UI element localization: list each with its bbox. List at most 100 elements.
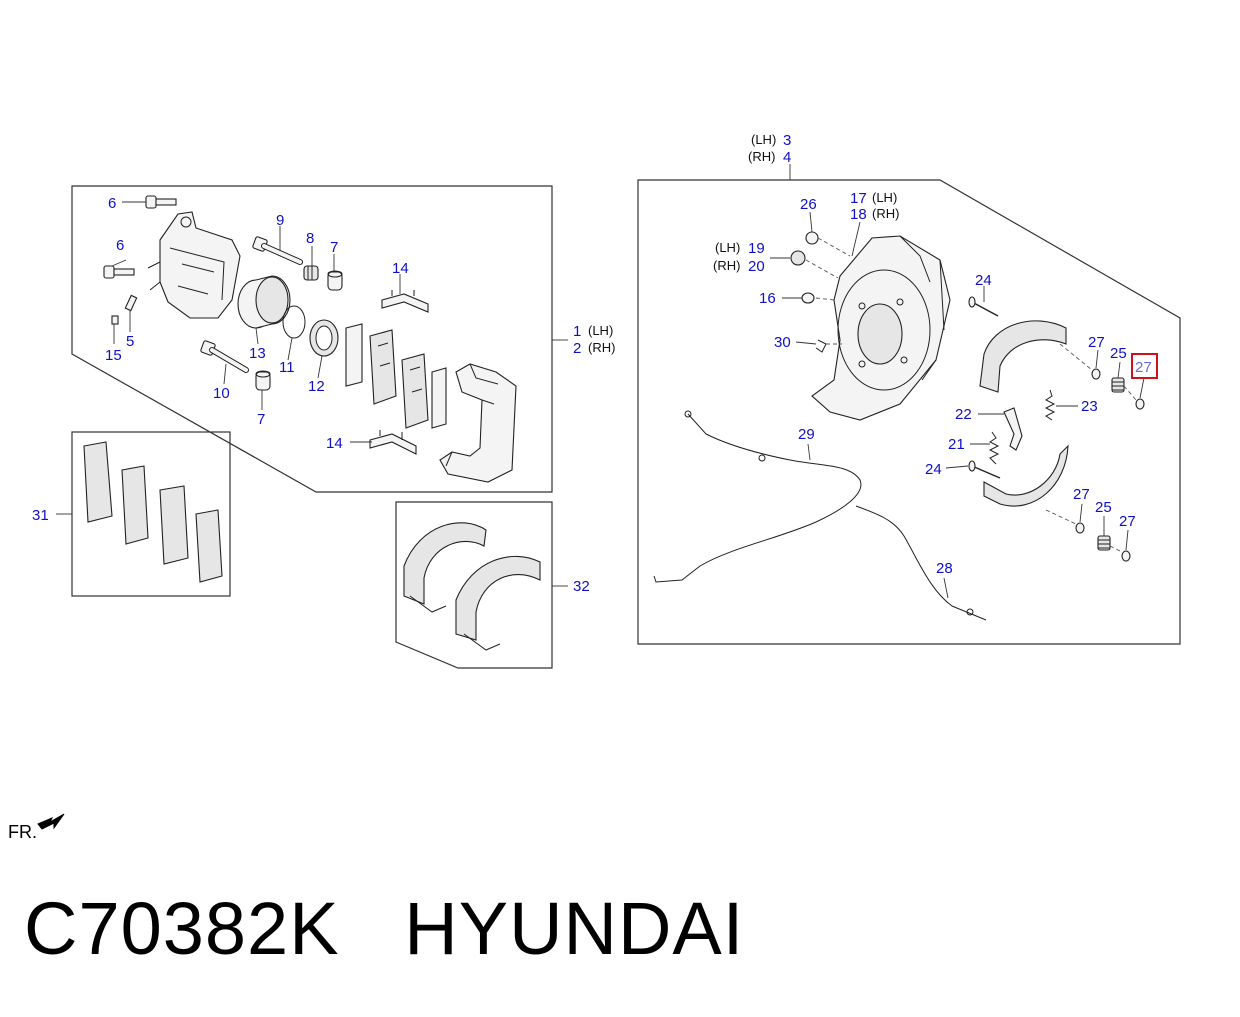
bushing-7-lower bbox=[255, 370, 271, 391]
side-label-2-rh: (RH) bbox=[588, 340, 615, 355]
callout-12: 12 bbox=[308, 378, 325, 395]
bolt-6-upper bbox=[145, 195, 177, 209]
pad-inner bbox=[401, 353, 429, 429]
front-direction-label: FR. bbox=[8, 822, 37, 842]
callout-21: 21 bbox=[948, 436, 965, 453]
callout-6-lower: 6 bbox=[116, 237, 124, 254]
spring-21 bbox=[988, 431, 1000, 465]
parking-cable-28 bbox=[855, 505, 987, 621]
guide-pin-9 bbox=[252, 236, 303, 265]
caliper-group-frame bbox=[71, 185, 553, 493]
callout-26: 26 bbox=[800, 196, 817, 213]
backing-plate bbox=[811, 235, 951, 421]
leader-lines bbox=[111, 201, 1145, 599]
parking-cable-29 bbox=[653, 410, 862, 583]
callout-8: 8 bbox=[306, 230, 314, 247]
plug-26 bbox=[805, 231, 819, 245]
side-label-3-lh: (LH) bbox=[751, 132, 776, 147]
arrow-icon bbox=[37, 813, 65, 830]
parking-shoe-upper bbox=[979, 320, 1067, 393]
clip-30 bbox=[815, 339, 827, 353]
parking-shoe-lower bbox=[983, 444, 1069, 507]
callout-6-upper: 6 bbox=[108, 195, 116, 212]
callout-14-upper: 14 bbox=[392, 260, 409, 277]
callout-7-upper: 7 bbox=[330, 239, 338, 256]
shoe-set-32 bbox=[403, 522, 541, 651]
adjuster-lever-22 bbox=[1003, 407, 1023, 451]
callout-20: 20 bbox=[748, 258, 765, 275]
side-label-19-lh: (LH) bbox=[715, 240, 740, 255]
callout-23: 23 bbox=[1081, 398, 1098, 415]
pad-clip-lower bbox=[369, 430, 417, 455]
callout-31: 31 bbox=[32, 507, 49, 524]
cup-27-a bbox=[1091, 368, 1101, 380]
seal-11 bbox=[282, 305, 306, 339]
side-label-4-rh: (RH) bbox=[748, 149, 775, 164]
grommet-19 bbox=[790, 250, 806, 266]
front-direction-indicator: FR. bbox=[8, 813, 65, 842]
callout-11: 11 bbox=[279, 359, 295, 376]
spring-25-b bbox=[1097, 535, 1111, 551]
parking-brake-group-frame bbox=[637, 179, 1181, 645]
callout-19: 19 bbox=[748, 240, 765, 257]
cup-27-b bbox=[1075, 522, 1085, 534]
callout-27-highlighted: 27 bbox=[1135, 359, 1152, 376]
callout-24-lower: 24 bbox=[925, 461, 942, 478]
callout-30: 30 bbox=[774, 334, 791, 351]
callout-3: 3 bbox=[783, 132, 791, 149]
callout-25-b: 25 bbox=[1095, 499, 1112, 516]
hold-down-pin-lower bbox=[968, 460, 1001, 479]
pad-clip-upper bbox=[381, 290, 429, 313]
callout-27-a: 27 bbox=[1088, 334, 1105, 351]
highlighted-part-box bbox=[1131, 353, 1158, 379]
callout-1: 1 bbox=[573, 323, 581, 340]
spring-23 bbox=[1044, 389, 1056, 421]
callout-13: 13 bbox=[249, 345, 266, 362]
caliper-carrier bbox=[439, 363, 517, 483]
side-label-20-rh: (RH) bbox=[713, 258, 740, 273]
callout-2: 2 bbox=[573, 340, 581, 357]
callout-22: 22 bbox=[955, 406, 972, 423]
shim-inner bbox=[431, 367, 447, 429]
boot-8 bbox=[303, 265, 319, 281]
piston-13 bbox=[237, 275, 291, 329]
caliper-body bbox=[147, 211, 241, 319]
cup-27-highlighted bbox=[1135, 398, 1145, 410]
callout-15: 15 bbox=[105, 347, 122, 364]
callout-24-upper: 24 bbox=[975, 272, 992, 289]
side-label-1-lh: (LH) bbox=[588, 323, 613, 338]
side-label-18-rh: (RH) bbox=[872, 206, 899, 221]
boot-12 bbox=[309, 319, 339, 357]
part-caption: C70382K HYUNDAI bbox=[24, 886, 744, 971]
shoe-set-frame bbox=[395, 501, 553, 669]
callout-27-b: 27 bbox=[1073, 486, 1090, 503]
side-label-17-lh: (LH) bbox=[872, 190, 897, 205]
spring-25-a bbox=[1111, 377, 1125, 393]
callout-9: 9 bbox=[276, 212, 284, 229]
callout-28: 28 bbox=[936, 560, 953, 577]
washer-16 bbox=[801, 292, 815, 304]
callout-10: 10 bbox=[213, 385, 230, 402]
guide-pin-10 bbox=[200, 340, 249, 373]
pad-outer bbox=[369, 329, 397, 405]
pad-set-31 bbox=[83, 441, 223, 583]
callout-17: 17 bbox=[850, 190, 867, 207]
bushing-7-upper bbox=[327, 270, 343, 291]
callout-32: 32 bbox=[573, 578, 590, 595]
callout-14-lower: 14 bbox=[326, 435, 343, 452]
hold-down-pin-upper bbox=[968, 296, 999, 317]
callout-7-lower: 7 bbox=[257, 411, 265, 428]
part-number: C70382K bbox=[24, 887, 340, 970]
callout-5: 5 bbox=[126, 333, 134, 350]
bleeder-screw bbox=[111, 294, 138, 325]
callout-29: 29 bbox=[798, 426, 815, 443]
cup-27-c bbox=[1121, 550, 1131, 562]
callout-27-c: 27 bbox=[1119, 513, 1136, 530]
shim-outer bbox=[345, 323, 363, 387]
callout-4: 4 bbox=[783, 149, 791, 166]
bolt-6-lower bbox=[103, 265, 135, 279]
callout-18: 18 bbox=[850, 206, 867, 223]
callout-25-a: 25 bbox=[1110, 345, 1127, 362]
brand-name: HYUNDAI bbox=[404, 887, 745, 970]
